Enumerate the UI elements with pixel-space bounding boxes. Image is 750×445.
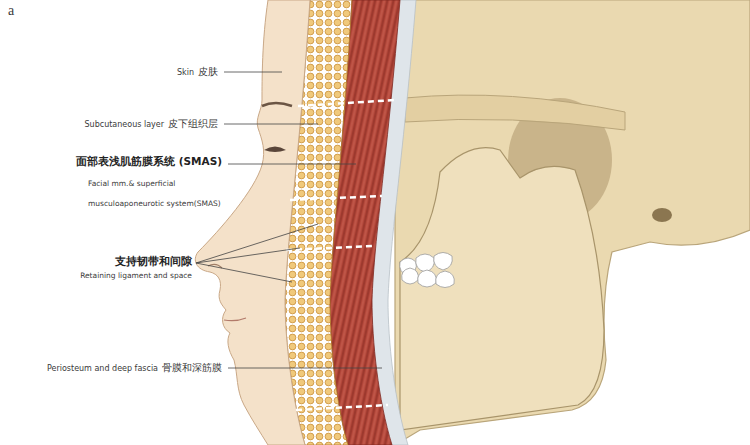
layer-label: 面部表浅肌筋膜系统 (SMAS) <box>76 155 222 169</box>
layer-label: Facial mm.& superficial musculoaponeurot… <box>88 179 221 208</box>
label-row: 支持韧带和间隙 <box>115 255 192 269</box>
layer-label: 骨膜和深筋膜 <box>162 361 222 375</box>
retaining-ligaments <box>286 100 395 410</box>
layer-label: 皮肤 <box>198 65 218 79</box>
leader-lines <box>196 72 382 368</box>
teeth <box>400 253 455 288</box>
ligament <box>298 100 395 106</box>
tooth <box>436 271 455 288</box>
label-row: Retaining ligament and space <box>80 271 192 280</box>
layer-label: Retaining ligament and space <box>80 271 192 280</box>
mandible <box>400 148 604 430</box>
skin-layer <box>195 0 310 445</box>
layer-label: Subcutaneous layer <box>85 120 164 129</box>
tooth <box>418 270 437 287</box>
label-row: Subcutaneous layer 皮下组织层 <box>85 117 218 131</box>
layer-label: Skin <box>177 68 194 77</box>
leader-line <box>228 164 356 165</box>
layer-label: 皮下组织层 <box>168 117 218 131</box>
ligament <box>290 196 382 200</box>
eye <box>264 147 286 153</box>
leader-line <box>224 72 282 73</box>
tooth <box>434 253 453 271</box>
label-row: 面部表浅肌筋膜系统 (SMAS) <box>76 155 222 169</box>
leader-line <box>196 248 300 263</box>
leader-line <box>196 224 318 263</box>
ear-canal <box>652 208 672 222</box>
leader-line <box>224 124 318 125</box>
figure-letter: a <box>8 3 14 19</box>
layer-label: 支持韧带和间隙 <box>115 255 192 269</box>
label-row: Facial mm.& superficial musculoaponeurot… <box>88 171 223 211</box>
lips-line <box>224 318 246 321</box>
tooth <box>402 268 419 284</box>
label-row: Skin 皮肤 <box>177 65 218 79</box>
leader-line <box>228 368 382 369</box>
skull <box>395 0 750 445</box>
eyebrow <box>262 103 292 106</box>
leader-line <box>196 263 292 282</box>
zygomatic-arch <box>405 95 625 130</box>
tooth <box>416 254 435 272</box>
layer-label: Periosteum and deep fascia <box>47 364 158 373</box>
ligament <box>296 405 388 410</box>
label-row: Periosteum and deep fascia 骨膜和深筋膜 <box>47 361 222 375</box>
label-row: a <box>8 3 14 19</box>
